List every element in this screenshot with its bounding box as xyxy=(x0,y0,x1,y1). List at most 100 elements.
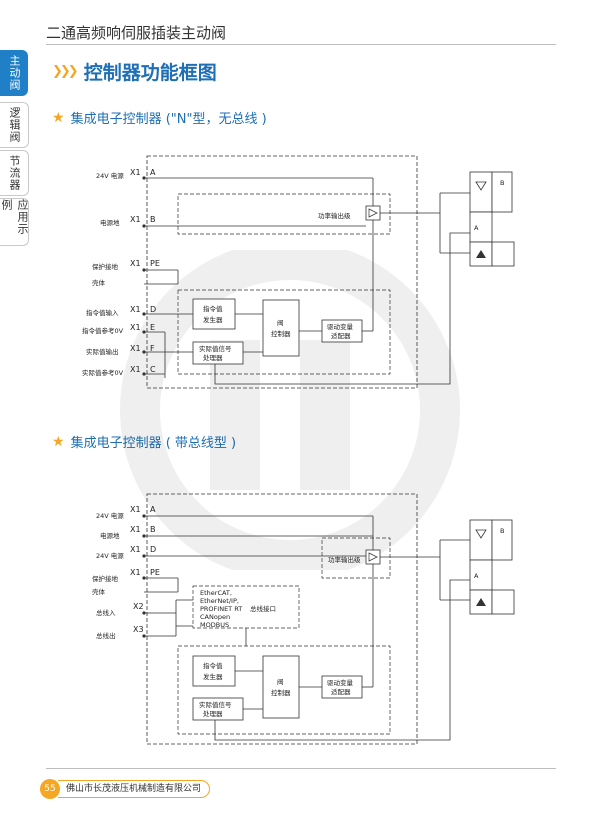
amplifier-icon xyxy=(368,552,378,562)
valve-ctrl-line1: 阀 xyxy=(277,677,284,686)
pin-letter: D xyxy=(150,545,156,554)
pin-label: 实际值参考0V xyxy=(82,368,124,377)
valve-symbol xyxy=(469,171,515,267)
terminal-dots xyxy=(142,176,146,376)
pin-letter: F xyxy=(150,344,155,353)
bus-protocol: PROFINET RT xyxy=(200,605,242,613)
tab-label: 主动阀 xyxy=(8,55,21,91)
controller-housing-bus xyxy=(146,493,418,745)
tab-label: 应用示例 xyxy=(0,199,29,235)
valve-ctrl-line2: 控制器 xyxy=(271,688,291,697)
power-stage-label: 功率输出级 xyxy=(318,211,351,220)
subheading-n-type: ★ 集成电子控制器 ("N"型，无总线 ) xyxy=(52,108,267,128)
pin-label: 24V 电源 xyxy=(96,551,124,560)
tab-logic-valve[interactable]: 逻辑阀 xyxy=(0,102,29,148)
wiring xyxy=(144,177,470,385)
subheading-bus-type: ★ 集成电子控制器 ( 带总线型 ) xyxy=(52,432,237,452)
pin-connector: X1 xyxy=(130,259,141,268)
pin-label: 指令值输入 xyxy=(86,308,119,317)
star-icon: ★ xyxy=(52,109,65,126)
tab-throttle[interactable]: 节流器 xyxy=(0,150,29,196)
terminal-dots-bus xyxy=(142,514,146,638)
pin-letter: A xyxy=(150,505,156,514)
valve-port-b: B xyxy=(500,179,504,187)
amplifier-block xyxy=(365,205,381,221)
act-proc-line2: 处理器 xyxy=(203,709,223,718)
bus-protocol: EtherNet/IP, xyxy=(200,597,239,605)
pin-label: 保护接地 xyxy=(92,574,119,583)
pin-label: 实际值输出 xyxy=(86,347,119,356)
pin-connector: X1 xyxy=(130,525,141,534)
pin-connector: X1 xyxy=(130,505,141,514)
cmd-gen-line2: 发生器 xyxy=(203,672,223,681)
title-divider xyxy=(46,44,556,45)
pin-label: 指令值参考0V xyxy=(82,326,124,335)
amplifier-block-bus xyxy=(365,549,381,565)
bus-protocol: EtherCAT, xyxy=(200,589,232,597)
subheading-text: 集成电子控制器 ("N"型，无总线 ) xyxy=(70,112,267,127)
valve-port-b: B xyxy=(500,527,504,535)
command-generator-block xyxy=(192,298,236,330)
adapter-line1: 驱动变量 xyxy=(327,678,354,687)
pin-label: 壳体 xyxy=(92,278,106,287)
pin-label: 壳体 xyxy=(92,587,106,596)
bus-interface-label: 总线接口 xyxy=(250,604,276,613)
bus-protocol: MODBUS xyxy=(200,621,229,629)
pin-connector: X2 xyxy=(133,602,144,611)
triangle-filled-icon xyxy=(476,250,486,258)
electronics-frame xyxy=(177,289,391,375)
pin-connector: X1 xyxy=(130,568,141,577)
pin-connector: X1 xyxy=(130,305,141,314)
pin-label: 保护接地 xyxy=(92,262,119,271)
tab-label: 逻辑阀 xyxy=(8,107,21,143)
pin-label: 总线入 xyxy=(96,608,116,617)
triangle-icon xyxy=(475,529,487,539)
act-proc-line1: 实际值信号 xyxy=(199,700,232,709)
tab-application[interactable]: 应用示例 xyxy=(0,198,29,246)
page-number: 55 xyxy=(40,779,60,799)
pin-label: 24V 电源 xyxy=(96,171,124,180)
actual-value-processor-block xyxy=(192,341,244,365)
valve-controller-block xyxy=(262,299,300,357)
power-stage-frame-bus xyxy=(321,537,391,579)
pin-letter: D xyxy=(150,305,156,314)
company-logo-watermark xyxy=(120,250,460,570)
pin-connector: X1 xyxy=(130,168,141,177)
company-name: 佛山市长茂液压机械制造有限公司 xyxy=(58,780,211,798)
subheading-text: 集成电子控制器 ( 带总线型 ) xyxy=(70,436,237,451)
footer-divider xyxy=(46,768,556,769)
bus-protocol: CANopen xyxy=(200,613,230,621)
tab-active-valve[interactable]: 主动阀 xyxy=(0,50,28,96)
triangle-icon xyxy=(475,181,487,191)
power-stage-label-bus: 功率输出级 xyxy=(328,555,361,564)
pin-connector: X1 xyxy=(130,215,141,224)
wiring-bus xyxy=(144,515,470,741)
valve-ctrl-line2: 控制器 xyxy=(271,329,291,338)
pin-letter: C xyxy=(150,365,156,374)
power-stage-frame xyxy=(177,193,391,235)
act-proc-line2: 处理器 xyxy=(203,353,223,362)
valve-ctrl-line1: 阀 xyxy=(277,318,284,327)
adapter-line2: 适配器 xyxy=(331,331,351,340)
cmd-gen-line1: 指令值 xyxy=(203,304,223,313)
adapter-line1: 驱动变量 xyxy=(327,322,354,331)
controller-housing xyxy=(146,155,418,389)
pin-connector: X1 xyxy=(130,365,141,374)
pin-connector: X1 xyxy=(130,323,141,332)
pin-label: 电源地 xyxy=(100,218,120,227)
act-proc-line1: 实际值信号 xyxy=(199,344,232,353)
star-icon: ★ xyxy=(52,433,65,450)
valve-port-a: A xyxy=(474,572,479,580)
triangle-filled-icon xyxy=(476,598,486,606)
pin-letter: E xyxy=(150,323,155,332)
section-header: ❯❯❯ 控制器功能框图 xyxy=(52,58,217,85)
page-title: 二通高频响伺服插装主动阀 xyxy=(46,24,227,42)
pin-letter: B xyxy=(150,215,156,224)
pin-letter: PE xyxy=(150,568,160,577)
command-generator-block-bus xyxy=(192,655,236,687)
tab-label: 节流器 xyxy=(8,155,21,191)
pin-letter: A xyxy=(150,168,156,177)
valve-port-a: A xyxy=(474,224,479,232)
triple-chevron-icon: ❯❯❯ xyxy=(52,64,79,79)
